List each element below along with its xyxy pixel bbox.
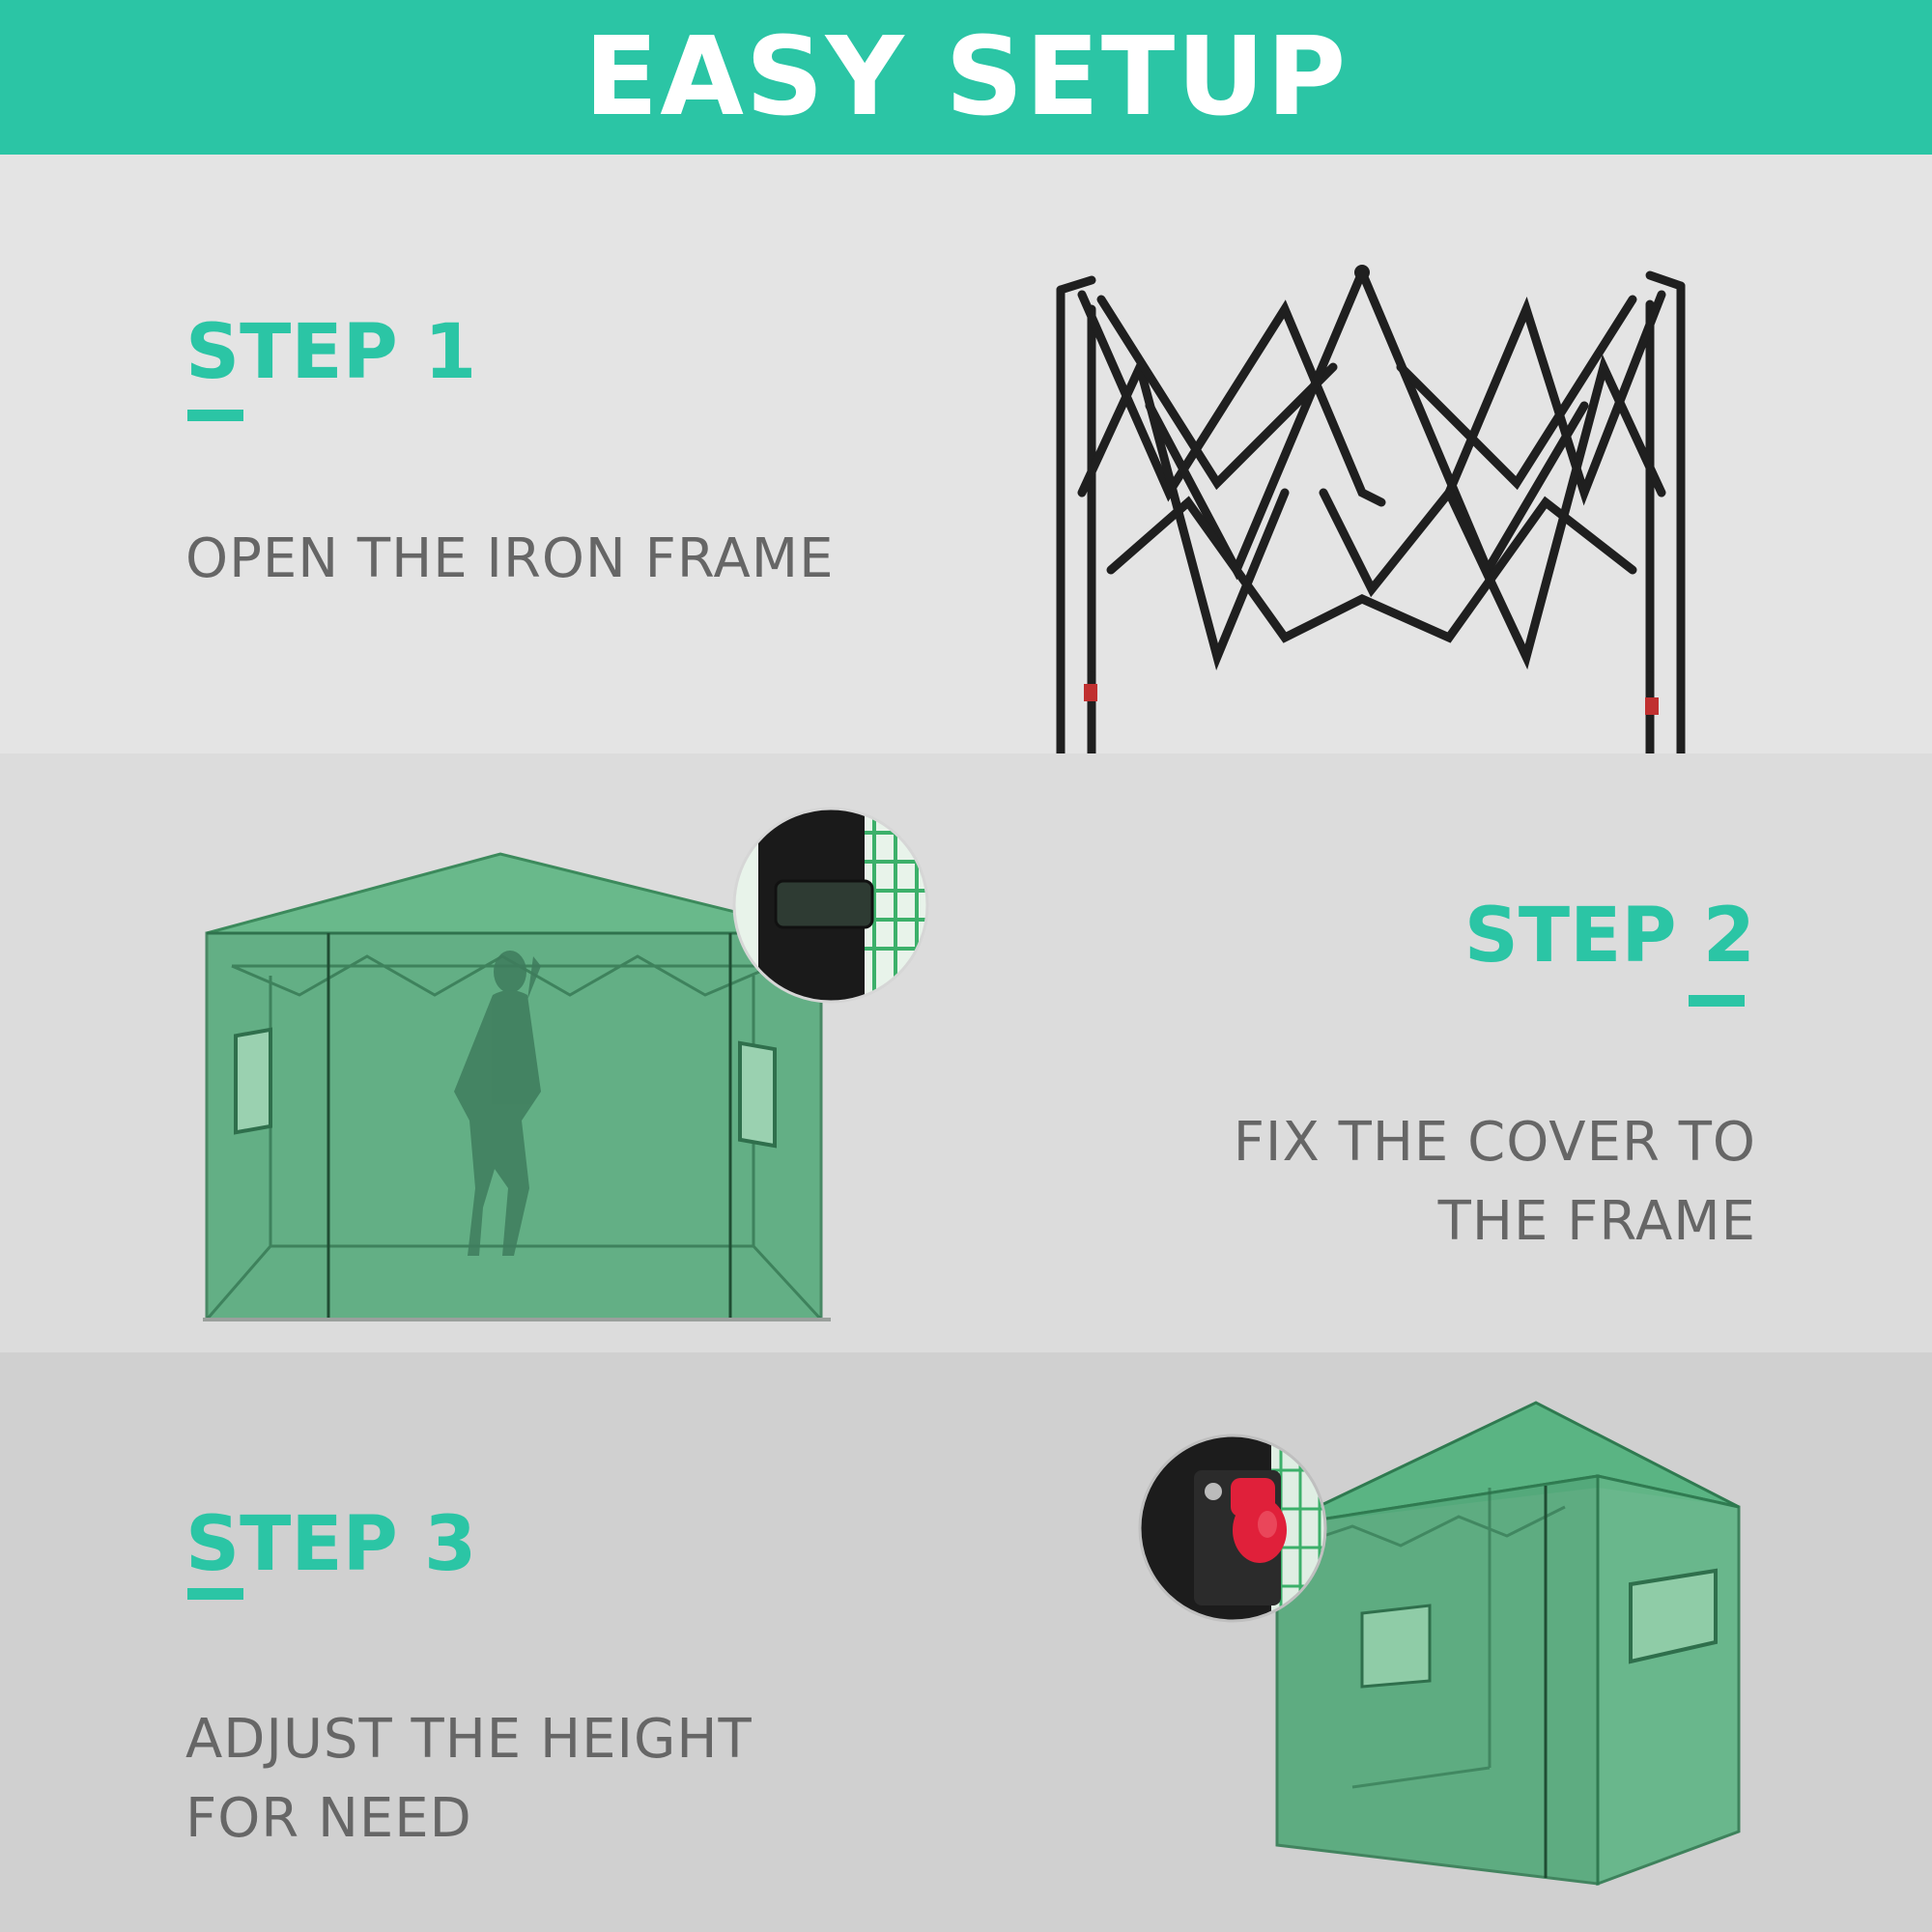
iron-frame-illustration xyxy=(1056,265,1686,753)
step-3-line-1: ADJUST THE HEIGHT xyxy=(185,1708,753,1771)
height-adjust-button-detail-icon xyxy=(1138,1434,1327,1623)
step-2-panel: STEP 2 FIX THE COVER TO THE FRAME xyxy=(0,753,1932,1352)
step-2-description: FIX THE COVER TO THE FRAME xyxy=(1080,1103,1756,1262)
step-2-line-2: THE FRAME xyxy=(1437,1190,1756,1253)
step-3-title: STEP 3 xyxy=(185,1501,477,1588)
step-2-underline xyxy=(1689,995,1745,1007)
step-2-title: STEP 2 xyxy=(1463,893,1755,980)
step-2-line-1: FIX THE COVER TO xyxy=(1233,1111,1756,1174)
step-3-underline xyxy=(187,1588,243,1600)
step-1-underline xyxy=(187,410,243,421)
greenhouse-cover-illustration xyxy=(203,852,831,1321)
step-3-line-2: FOR NEED xyxy=(185,1787,472,1850)
step-1-title: STEP 1 xyxy=(185,309,477,396)
step-1-line-1: OPEN THE IRON FRAME xyxy=(185,527,835,590)
step-3-panel: STEP 3 ADJUST THE HEIGHT FOR NEED xyxy=(0,1352,1932,1932)
step-3-description: ADJUST THE HEIGHT FOR NEED xyxy=(185,1700,958,1859)
velcro-strap-detail-icon xyxy=(732,807,929,1004)
header-banner: EASY SETUP xyxy=(0,0,1932,155)
step-1-panel: STEP 1 OPEN THE IRON FRAME xyxy=(0,155,1932,753)
step-1-description: OPEN THE IRON FRAME xyxy=(185,520,834,599)
greenhouse-tent-illustration xyxy=(1275,1401,1741,1887)
page-title: EASY SETUP xyxy=(583,14,1349,140)
